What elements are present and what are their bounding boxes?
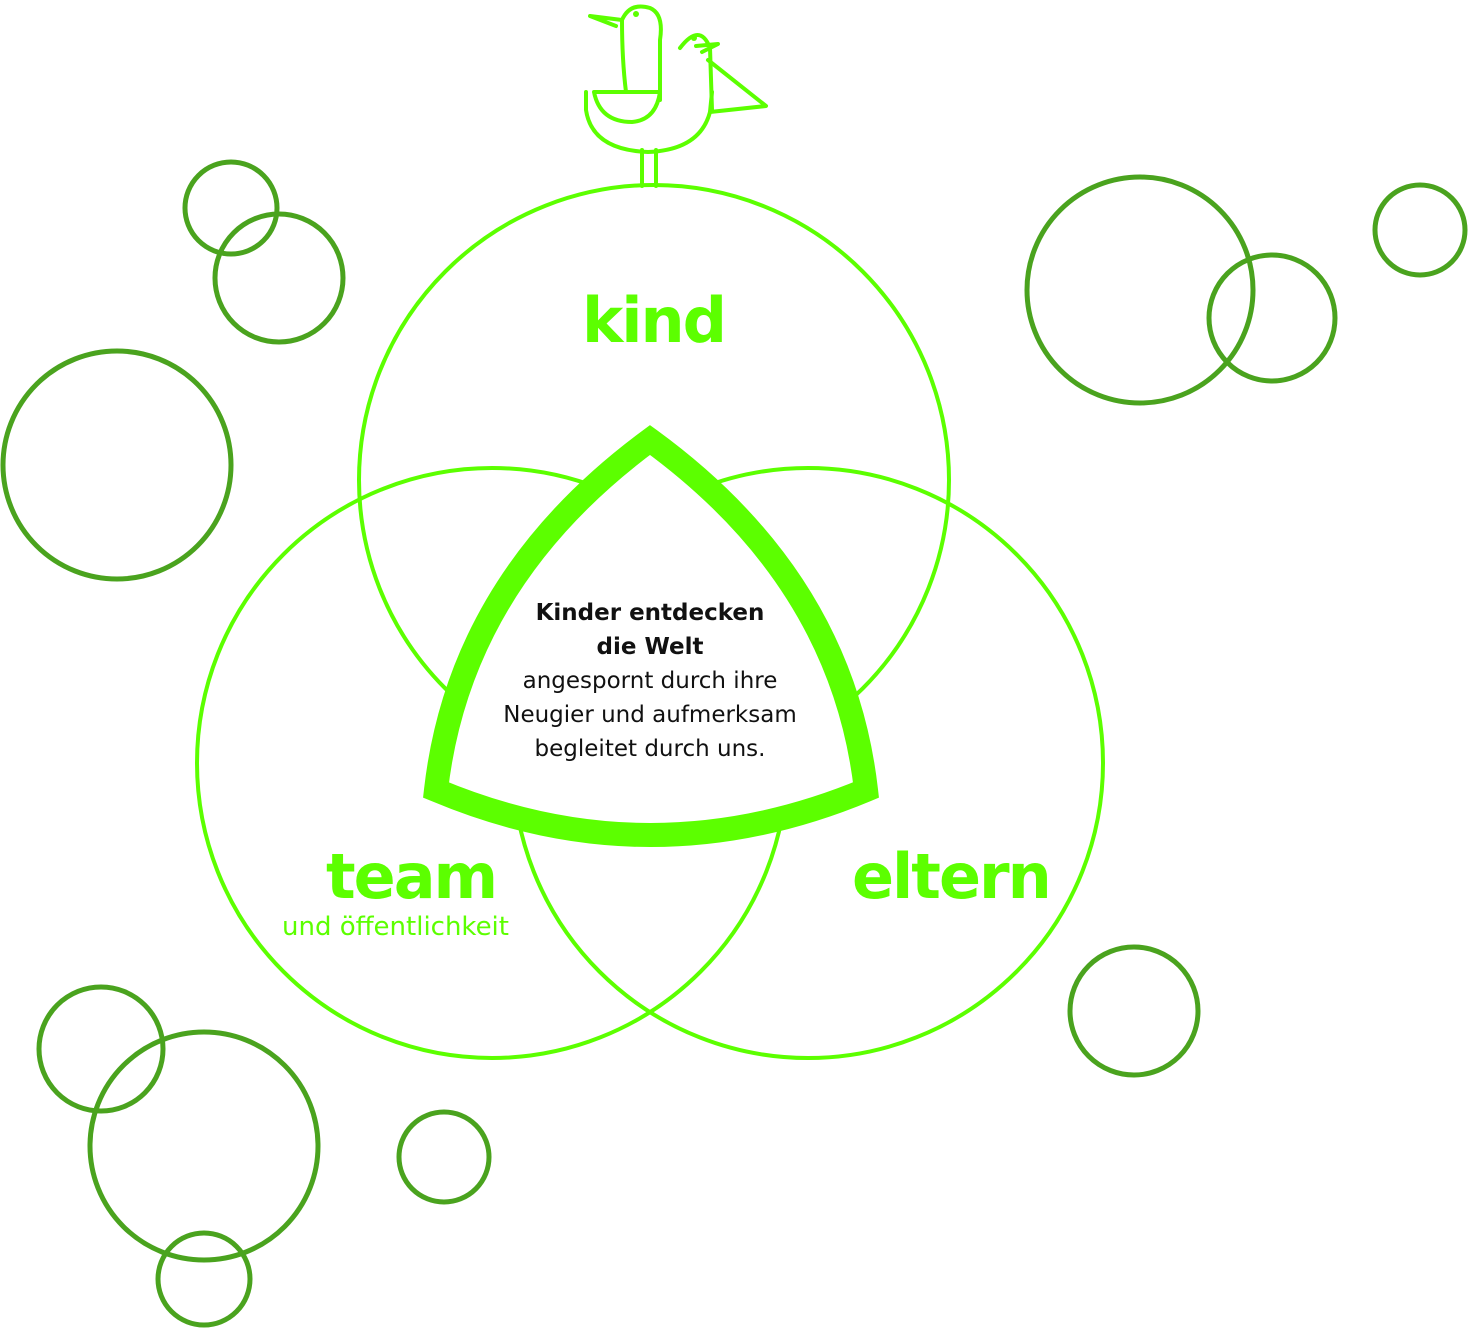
label-kind: kind — [582, 284, 727, 357]
center-triangle — [423, 425, 879, 847]
label-team-sub: und öffentlichkeit — [282, 912, 509, 942]
bubble-top-right-medium — [1206, 252, 1338, 384]
center-line-3: angespornt durch ihre — [522, 668, 778, 694]
bubble-bottom-left-small — [36, 984, 166, 1114]
bubble-right-medium — [1067, 944, 1201, 1078]
bubble-left-large — [0, 348, 234, 582]
center-line-1: Kinder entdecken — [535, 600, 765, 626]
bubble-top-right-large — [1024, 174, 1256, 406]
seagulls-icon — [584, 4, 768, 188]
bubble-top-left-medium — [212, 211, 346, 345]
bubble-bottom-center — [396, 1109, 492, 1205]
center-statement: Kinder entdecken die Welt angespornt dur… — [462, 596, 838, 766]
bubble-bottom-left-large — [87, 1029, 321, 1263]
bubble-top-left-small — [182, 159, 280, 257]
center-line-4: Neugier und aufmerksam — [503, 702, 797, 728]
decorative-bubbles — [0, 159, 1468, 1328]
bubble-bottom-small — [155, 1230, 253, 1328]
center-line-2: die Welt — [596, 634, 704, 660]
bubble-top-right-small — [1372, 182, 1468, 278]
label-eltern: eltern — [852, 840, 1052, 913]
center-line-5: begleitet durch uns. — [534, 736, 766, 762]
label-team: team — [326, 840, 498, 913]
